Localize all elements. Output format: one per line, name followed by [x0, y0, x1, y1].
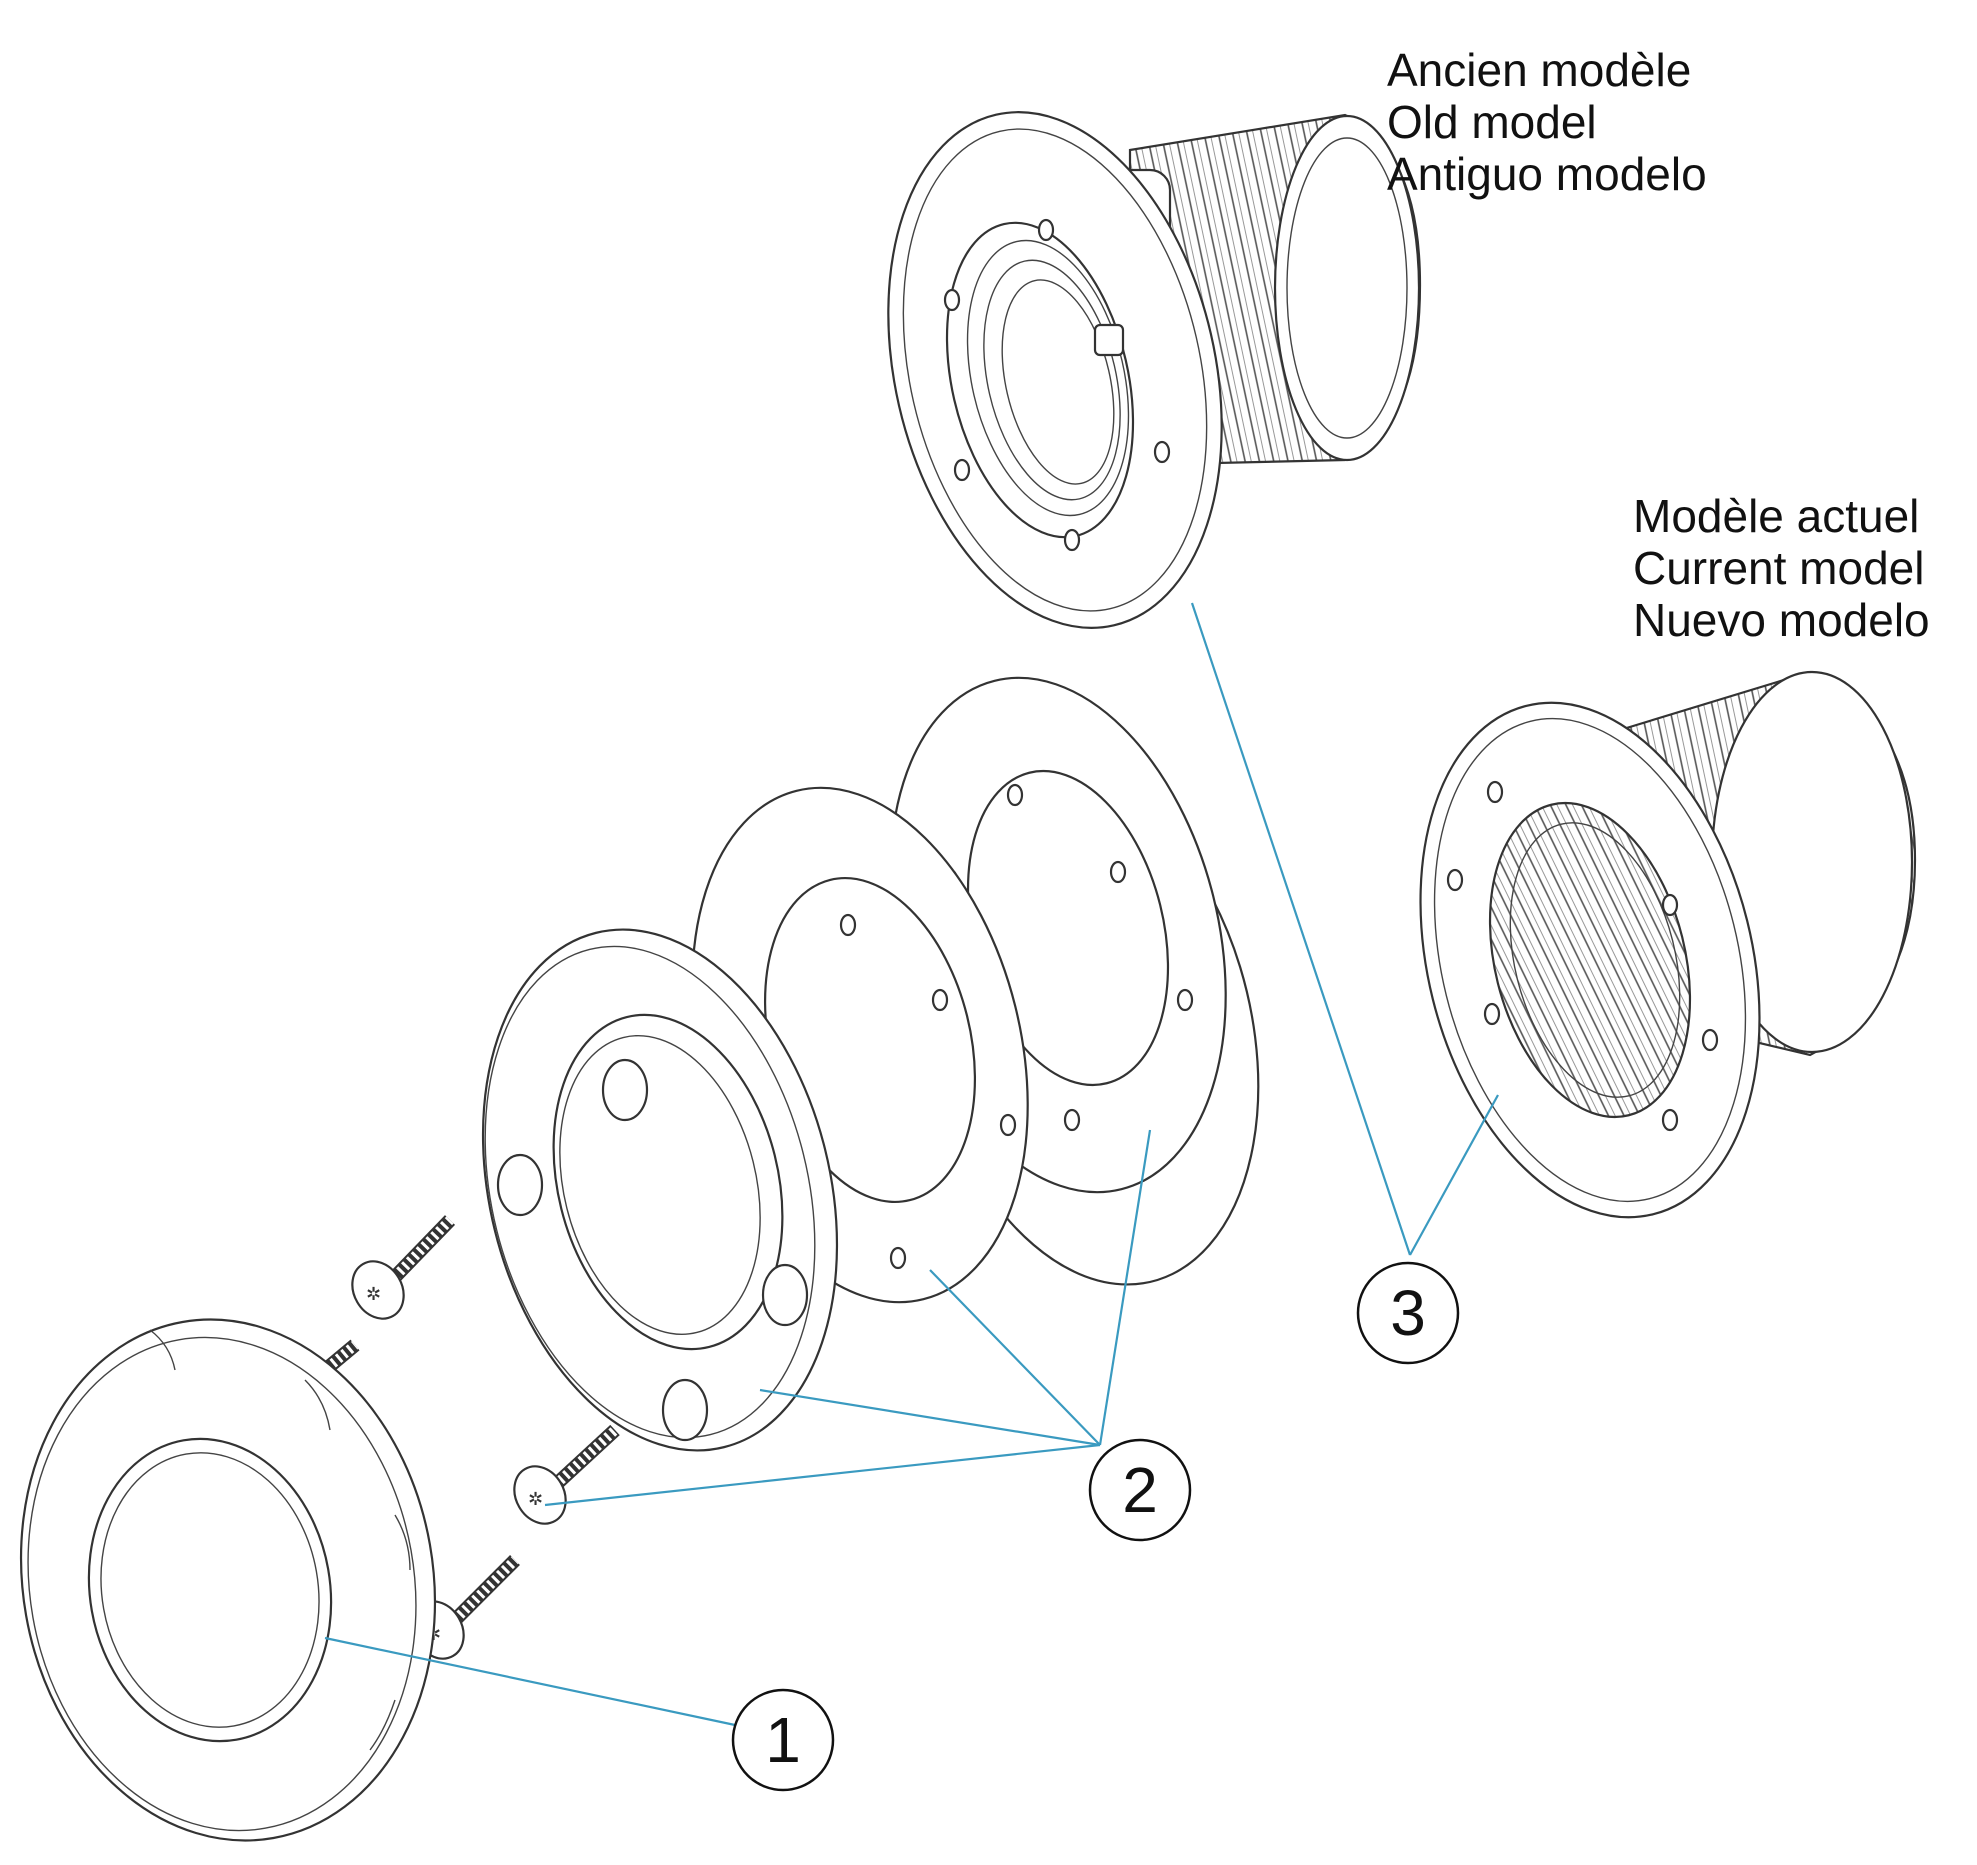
old-model-label-en: Old model [1387, 96, 1597, 148]
old-model-label: Ancien modèle Old model Antiguo modelo [1387, 44, 1707, 200]
old-model-label-es: Antiguo modelo [1387, 148, 1707, 200]
old-model-fitting [887, 111, 1422, 629]
callout-1: 1 [731, 1688, 835, 1792]
callout-3-number: 3 [1390, 1277, 1426, 1349]
old-model-label-fr: Ancien modèle [1387, 44, 1692, 96]
current-model-label-es: Nuevo modelo [1633, 594, 1930, 646]
screw-3: ✲ [513, 1424, 620, 1525]
flange-ring [481, 928, 839, 1452]
svg-text:✲: ✲ [528, 1489, 543, 1509]
callout-1-number: 1 [765, 1704, 801, 1776]
screw-1: ✲ [351, 1215, 456, 1320]
svg-text:✲: ✲ [366, 1284, 381, 1304]
leader-lines [324, 602, 1499, 1727]
callout-2: 2 [1088, 1438, 1192, 1542]
callout-2-number: 2 [1122, 1454, 1158, 1526]
face-cover [19, 1318, 437, 1842]
current-model-label-en: Current model [1633, 542, 1925, 594]
callout-3: 3 [1356, 1261, 1460, 1365]
current-model-label: Modèle actuel Current model Nuevo modelo [1633, 490, 1930, 646]
current-model-fitting [1419, 670, 1917, 1219]
current-model-label-fr: Modèle actuel [1633, 490, 1920, 542]
